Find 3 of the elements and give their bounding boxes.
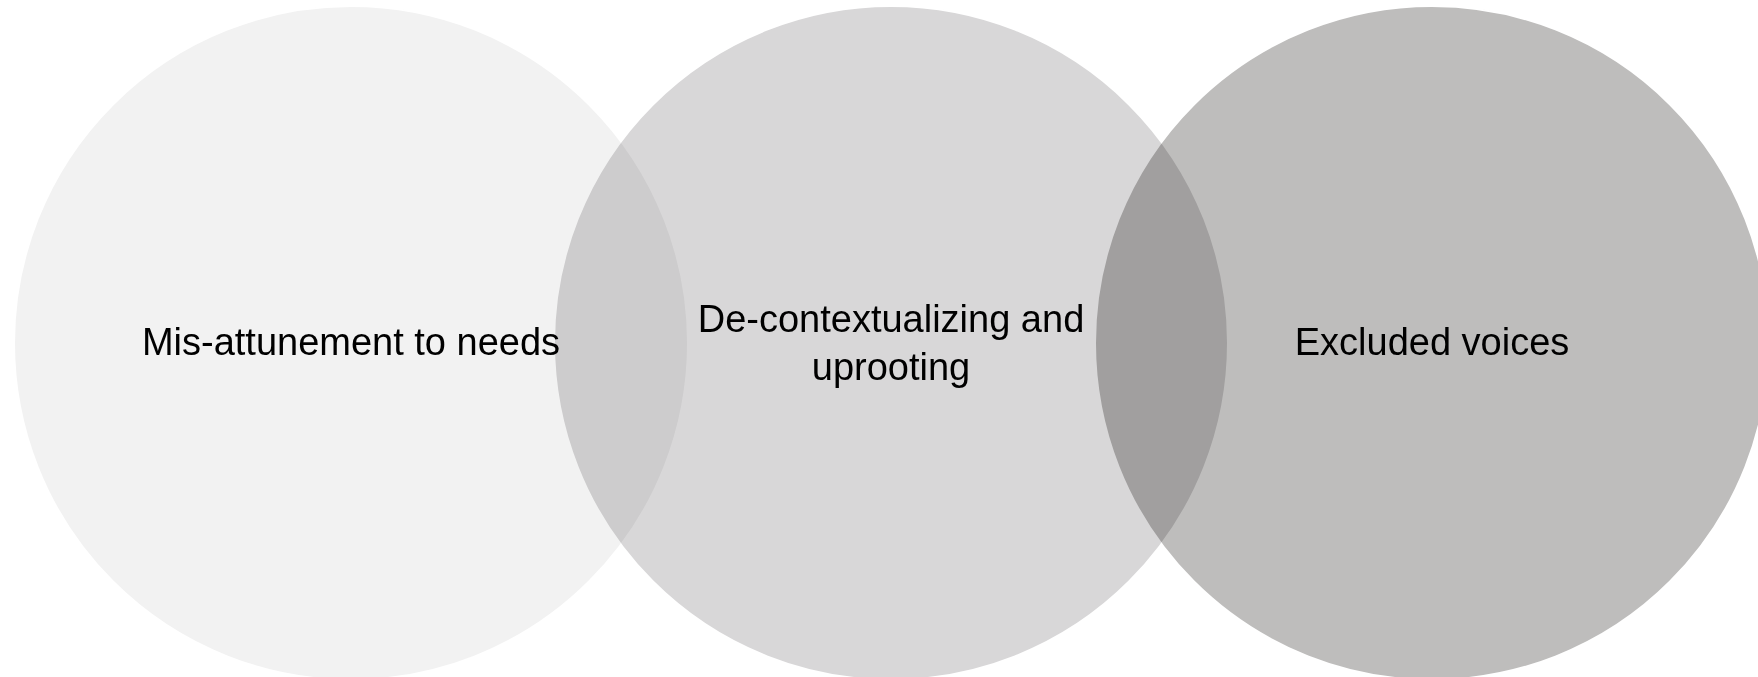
circle-label: De-contextualizing and uprooting	[696, 296, 1086, 390]
circle-label: Excluded voices	[1293, 320, 1571, 366]
circle-label: Mis-attunement to needs	[140, 320, 562, 366]
